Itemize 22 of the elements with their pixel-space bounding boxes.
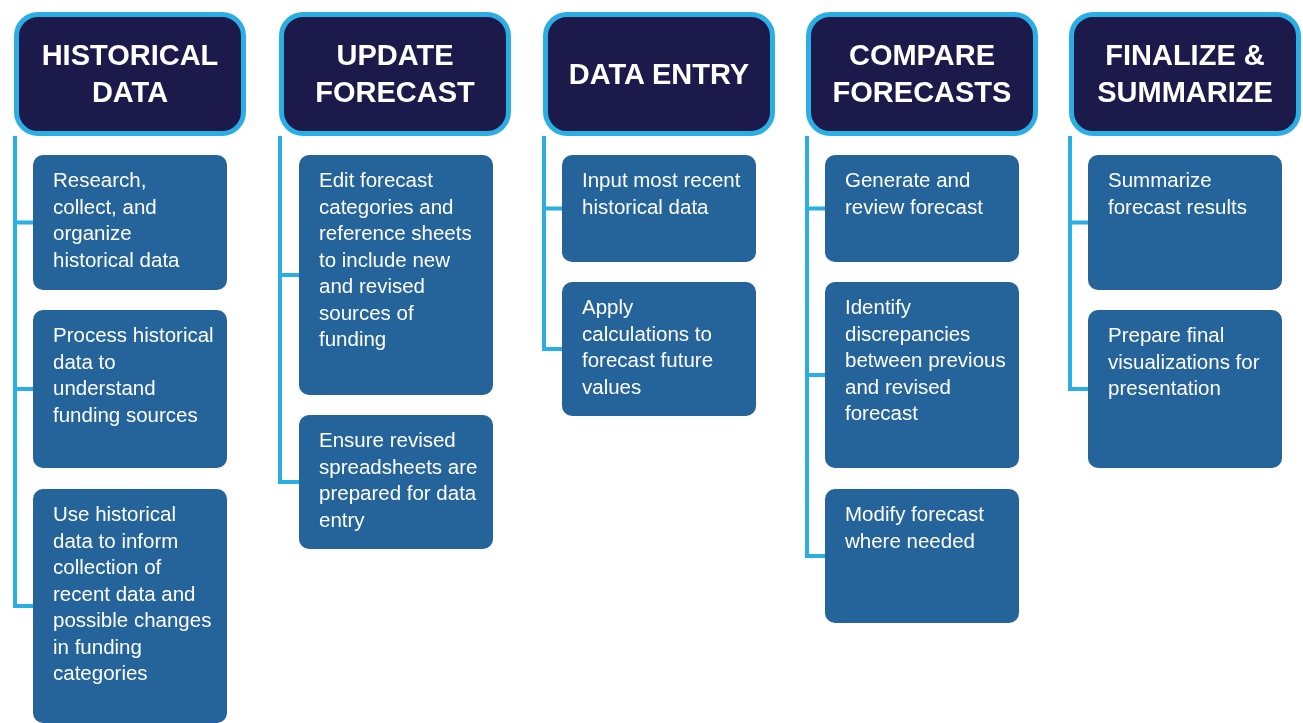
task-box: Modify forecast where needed xyxy=(825,489,1019,623)
column-header: COMPARE FORECASTS xyxy=(806,12,1038,136)
connector-line xyxy=(542,136,562,351)
column-header: HISTORICAL DATA xyxy=(14,12,246,136)
task-box: Input most recent historical data xyxy=(562,155,756,262)
task-box: Identify discrepancies between previous and revised forecast xyxy=(825,282,1019,468)
column-header: DATA ENTRY xyxy=(543,12,775,136)
task-box: Summarize forecast results xyxy=(1088,155,1282,290)
task-box: Edit forecast categories and reference sheets to include new and revised sources of funding xyxy=(299,155,493,395)
task-box: Apply calculations to forecast future values xyxy=(562,282,756,416)
column-header: FINALIZE & SUMMARIZE xyxy=(1069,12,1301,136)
connector-line xyxy=(805,136,825,558)
column-header: UPDATE FORECAST xyxy=(279,12,511,136)
connector-line xyxy=(278,136,299,484)
task-box: Process historical data to understand funding sources xyxy=(33,310,227,468)
connector-line xyxy=(1068,136,1088,391)
task-box: Prepare final visualizations for presentation xyxy=(1088,310,1282,468)
task-box: Generate and review forecast xyxy=(825,155,1019,262)
connector-line xyxy=(13,136,33,608)
task-box: Use historical data to inform collection of recent data and possible changes in funding categories xyxy=(33,489,227,723)
task-box: Research, collect, and organize historical data xyxy=(33,155,227,290)
task-box: Ensure revised spreadsheets are prepared for data entry xyxy=(299,415,493,549)
